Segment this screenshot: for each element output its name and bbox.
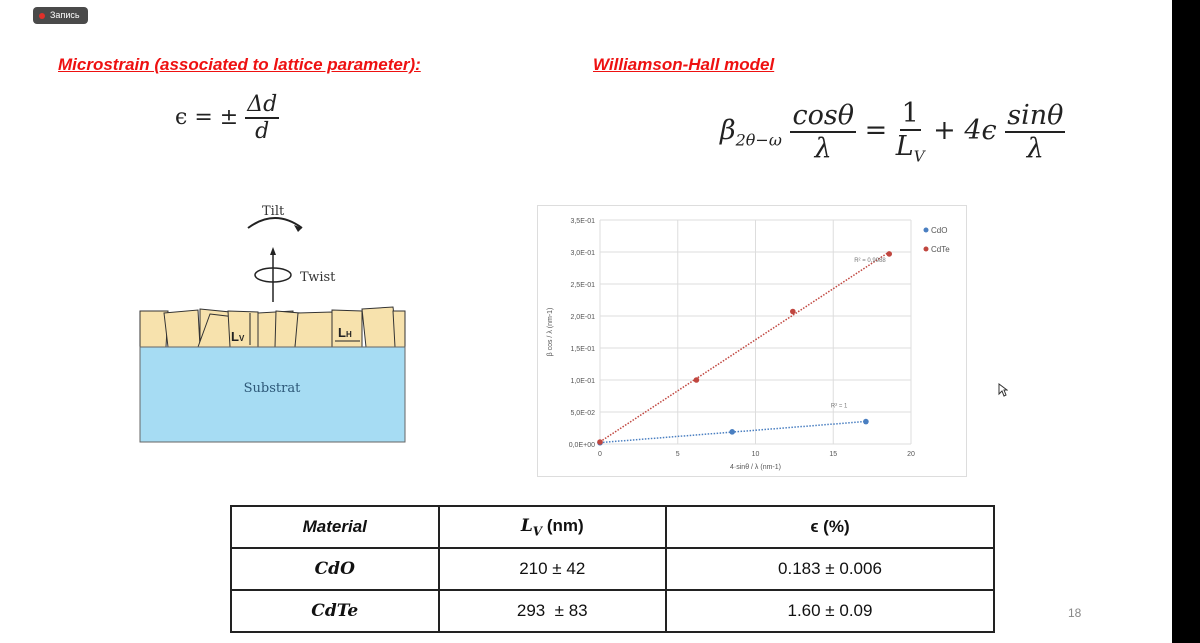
cell-lv: 293 ± 83 <box>437 589 667 633</box>
y-tick-label: 5,0E-02 <box>570 410 595 417</box>
heading-williamson-hall: Williamson-Hall model <box>593 55 775 74</box>
chart-svg: 0,0E+00 5,0E-02 1,0E-01 1,5E-01 2,0E-01 2,5E-… <box>547 218 950 471</box>
legend-label: CdTe <box>931 245 950 254</box>
y-tick-label: 1,5E-01 <box>570 346 595 353</box>
tilt-arrow-icon <box>247 217 303 229</box>
data-point-cdte <box>597 439 603 445</box>
wh-frac3-den: λ <box>1026 132 1044 164</box>
wh-beta: β <box>720 115 736 147</box>
wh-frac1-num: cosθ <box>790 99 856 133</box>
table-row: CdTe 293 ± 83 1.60 ± 0.09 <box>230 589 996 633</box>
tilt-label: Tilt <box>262 204 285 219</box>
trendline-cdte <box>599 251 890 443</box>
crystallite-diagram: Tilt Twist LV LH Substrat <box>139 204 406 443</box>
cell-strain: 1.60 ± 0.09 <box>664 589 996 633</box>
y-tick-label: 2,5E-01 <box>570 282 595 289</box>
y-tick-label: 2,0E-01 <box>570 314 595 321</box>
mouse-cursor-icon <box>998 383 1008 397</box>
data-point-cdte <box>693 377 700 383</box>
data-point-cdte <box>790 308 796 315</box>
x-tick-label: 20 <box>907 451 915 458</box>
r-squared-label: R² = 0,9988 <box>854 258 886 264</box>
recording-label: Запись <box>50 10 80 20</box>
wh-frac2-den: L <box>895 131 914 162</box>
twist-label: Twist <box>300 270 336 285</box>
y-tick-label: 3,5E-01 <box>570 218 595 225</box>
wh-frac2-sub: V <box>913 147 925 166</box>
cell-strain: 0.183 ± 0.006 <box>664 547 996 591</box>
heading-microstrain: Microstrain (associated to lattice param… <box>58 55 421 74</box>
strain-den: d <box>255 119 270 144</box>
lv-label: LV <box>231 329 245 344</box>
cell-material: CdO <box>230 547 440 591</box>
legend-marker-icon <box>923 227 929 233</box>
data-point-cdte <box>886 251 893 257</box>
wh-frac2-num: 1 <box>899 98 921 131</box>
data-point-cdo <box>863 418 869 425</box>
data-point-cdo <box>729 429 735 435</box>
strain-num: Δd <box>245 92 280 119</box>
y-axis-label: β cos / λ (nm-1) <box>547 308 554 357</box>
williamson-hall-chart: 0,0E+00 5,0E-02 1,0E-01 1,5E-01 2,0E-01 2,5E-… <box>537 205 967 477</box>
x-tick-label: 5 <box>676 451 680 458</box>
lh-label: LH <box>338 325 352 340</box>
y-tick-label: 1,0E-01 <box>570 378 595 385</box>
wh-frac1-den: λ <box>814 132 832 164</box>
wh-eq: = <box>864 115 888 147</box>
results-table: Material LV (nm) ϵ (%) CdO 210 ± 42 0.18… <box>230 505 996 633</box>
legend-marker-icon <box>923 246 929 252</box>
header-material: Material <box>230 505 440 549</box>
table-row: CdO 210 ± 42 0.183 ± 0.006 <box>230 547 996 591</box>
y-tick-label: 3,0E-01 <box>570 250 595 257</box>
header-lv: LV (nm) <box>437 505 667 549</box>
wh-plus: + 4ϵ <box>933 115 997 147</box>
wh-frac3-num: sinθ <box>1005 99 1066 133</box>
record-dot-icon <box>39 12 45 19</box>
r-squared-label: R² = 1 <box>831 403 848 409</box>
x-tick-label: 15 <box>829 451 837 458</box>
x-tick-label: 0 <box>598 451 602 458</box>
cell-material: CdTe <box>230 589 440 633</box>
twist-arrow-icon <box>254 267 292 283</box>
header-strain: ϵ (%) <box>664 505 996 549</box>
wh-beta-sub: 2θ−ω <box>735 130 782 150</box>
legend-label: CdO <box>931 226 947 235</box>
table-header-row: Material LV (nm) ϵ (%) <box>230 505 996 549</box>
y-tick-label: 0,0E+00 <box>569 442 595 449</box>
recording-badge[interactable]: Запись <box>33 7 88 24</box>
strain-lhs: ϵ = ± <box>175 105 239 130</box>
substrate-label: Substrat <box>244 381 301 396</box>
x-tick-label: 10 <box>752 451 760 458</box>
cell-lv: 210 ± 42 <box>437 547 667 591</box>
x-axis-label: 4·sinθ / λ (nm-1) <box>730 464 781 471</box>
page-number: 18 <box>1068 606 1082 620</box>
substrate <box>139 346 406 443</box>
slide: Запись Microstrain (associated to lattic… <box>0 0 1172 643</box>
